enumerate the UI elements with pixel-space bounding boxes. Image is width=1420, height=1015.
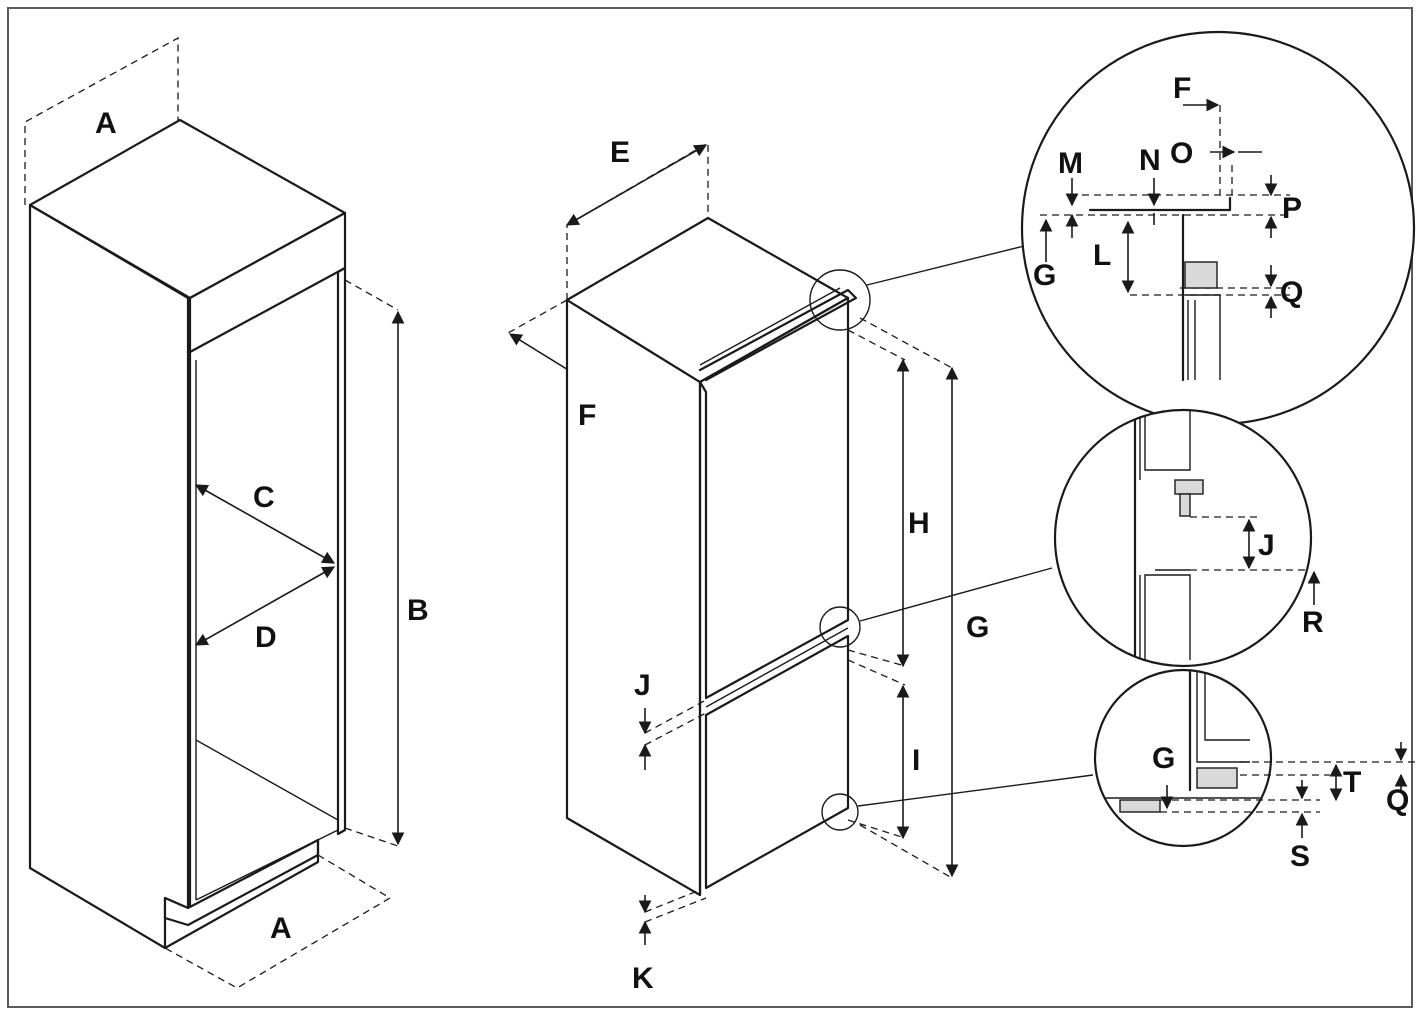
label-q-detail-bottom: Q <box>1386 784 1409 817</box>
detail-marker-middle <box>819 606 861 648</box>
label-f-detail: F <box>1173 72 1191 105</box>
label-l: L <box>1093 239 1111 272</box>
label-i: I <box>912 744 920 777</box>
detail-marker-bottom <box>821 793 859 831</box>
label-s: S <box>1290 840 1310 873</box>
page-border <box>7 7 1413 1008</box>
detail-top-view <box>1020 30 1416 426</box>
label-j-main: J <box>634 669 651 702</box>
label-g-detail-bottom: G <box>1152 742 1175 775</box>
detail-bottom-view <box>1093 668 1415 848</box>
label-k: K <box>632 962 654 995</box>
label-h: H <box>908 507 930 540</box>
detail-marker-top <box>809 269 871 331</box>
detail-middle-view <box>1053 408 1321 668</box>
label-n: N <box>1139 144 1161 177</box>
cabinet-drawing <box>24 36 405 989</box>
label-a-bottom: A <box>270 912 292 945</box>
label-m: M <box>1058 147 1083 180</box>
label-p: P <box>1282 192 1302 225</box>
appliance-drawing <box>507 141 1094 945</box>
label-c: C <box>253 481 275 514</box>
label-r: R <box>1302 606 1324 639</box>
label-g-detail-top: G <box>1033 259 1056 292</box>
label-j-detail: J <box>1258 529 1275 562</box>
label-e: E <box>610 136 630 169</box>
label-f-main: F <box>578 399 596 432</box>
label-d: D <box>255 621 277 654</box>
label-g-main: G <box>966 611 989 644</box>
label-t: T <box>1343 766 1361 799</box>
label-q-detail-top: Q <box>1280 276 1303 309</box>
label-b: B <box>407 594 429 627</box>
label-o: O <box>1170 137 1193 170</box>
label-a-top: A <box>95 107 117 140</box>
